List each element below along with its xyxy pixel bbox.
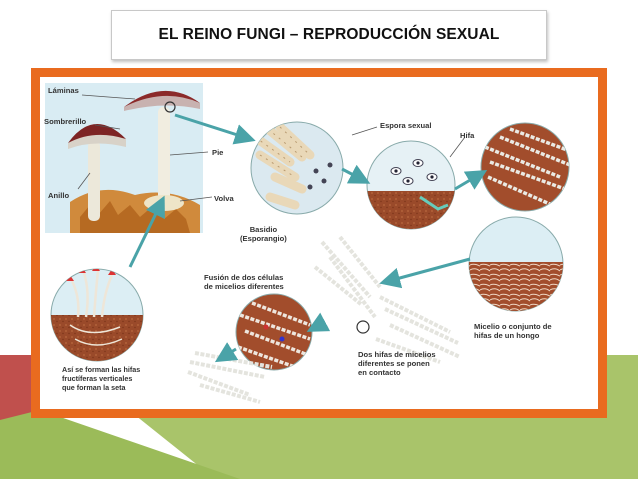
fungi-reproduction-diagram bbox=[45, 83, 570, 404]
loose-hyphae bbox=[187, 235, 461, 404]
diagram-panel: Láminas Sombrerillo Pie Anillo Volva Esp… bbox=[40, 77, 598, 409]
label-fusion-line2: de micelios diferentes bbox=[204, 282, 284, 291]
contact-marker bbox=[356, 320, 370, 334]
label-micelio-line1: Micelio o conjunto de bbox=[474, 322, 552, 331]
label-espora-sexual: Espora sexual bbox=[380, 121, 432, 130]
slide-title: EL REINO FUNGI – REPRODUCCIÓN SEXUAL bbox=[158, 26, 500, 43]
fusion-circle bbox=[235, 293, 313, 371]
label-micelio-line2: hifas de un hongo bbox=[474, 331, 540, 340]
label-dos-hifas-line1: Dos hifas de micelios bbox=[358, 350, 436, 359]
label-volva: Volva bbox=[214, 194, 234, 203]
label-basidio-line1: Basidio bbox=[249, 225, 278, 234]
micelio-circle bbox=[468, 216, 564, 312]
label-dos-hifas-line2: diferentes se ponen bbox=[358, 359, 430, 368]
label-micelio: Micelio o conjunto de hifas de un hongo bbox=[474, 322, 552, 340]
hifas-fructiferas-circle bbox=[50, 268, 144, 362]
label-dos-hifas-line3: en contacto bbox=[358, 368, 401, 377]
leader-lines bbox=[77, 94, 466, 202]
label-fusion-line1: Fusión de dos células bbox=[204, 273, 284, 282]
diagram-frame: Láminas Sombrerillo Pie Anillo Volva Esp… bbox=[31, 68, 607, 418]
label-asi-line3: que forman la seta bbox=[62, 383, 126, 392]
label-basidio: Basidio (Esporangio) bbox=[240, 225, 287, 243]
label-hifa: Hifa bbox=[460, 131, 475, 140]
label-sombrerillo: Sombrerillo bbox=[44, 117, 87, 126]
label-asi-se-forman: Así se forman las hifas fructíferas vert… bbox=[62, 365, 140, 392]
process-arrows bbox=[128, 113, 488, 363]
espora-circle bbox=[366, 140, 456, 230]
label-dos-hifas: Dos hifas de micelios diferentes se pone… bbox=[358, 350, 436, 377]
label-laminas: Láminas bbox=[48, 86, 79, 95]
label-anillo: Anillo bbox=[48, 191, 70, 200]
title-box: EL REINO FUNGI – REPRODUCCIÓN SEXUAL bbox=[111, 10, 547, 60]
label-asi-line1: Así se forman las hifas bbox=[62, 365, 141, 374]
basidio-circle bbox=[250, 121, 344, 215]
label-pie: Pie bbox=[212, 148, 224, 157]
mushroom-illustration bbox=[45, 83, 203, 233]
hifa-circle bbox=[480, 122, 570, 212]
label-fusion: Fusión de dos células de micelios difere… bbox=[204, 273, 284, 291]
label-asi-line2: fructíferas verticales bbox=[62, 374, 133, 383]
label-basidio-line2: (Esporangio) bbox=[240, 234, 287, 243]
green-corner-shape bbox=[0, 410, 240, 479]
